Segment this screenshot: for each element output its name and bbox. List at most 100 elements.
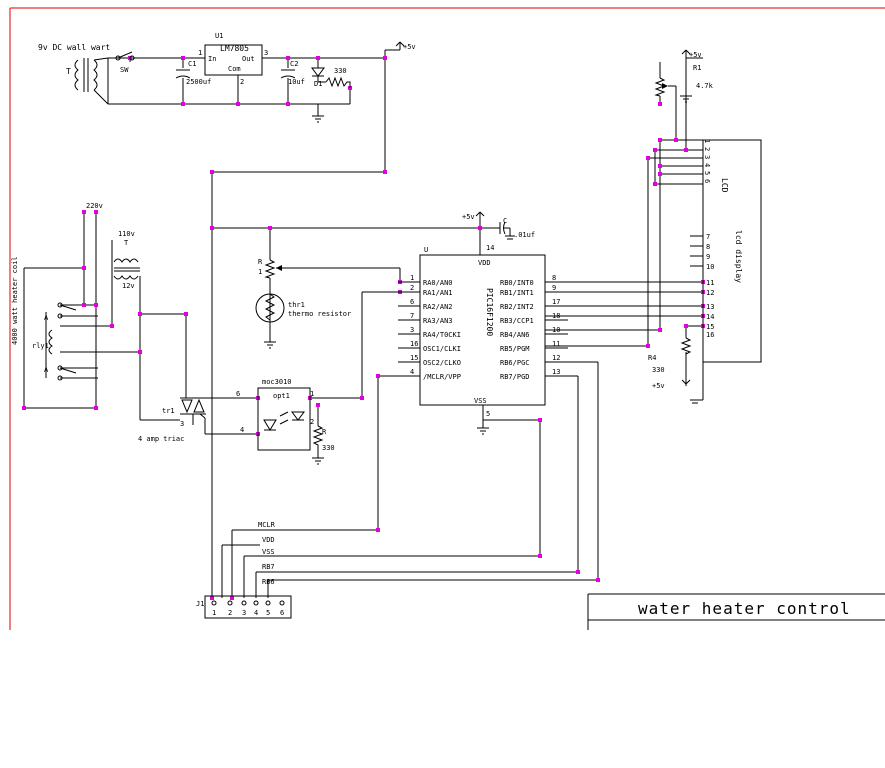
mcu-pin-name: RB6/PGC	[500, 359, 530, 367]
mcu-pin-name: RB2/INT2	[500, 303, 534, 311]
mcu-pin-name: /MCLR/VPP	[423, 373, 461, 381]
header-pin-number: 2	[228, 609, 232, 617]
lcd-pin-number: 1	[703, 139, 711, 143]
mcu-pin-number: 4	[410, 368, 414, 376]
mcu-part: PIC16F1200	[485, 288, 494, 336]
mcu-pin-number: 2	[410, 284, 414, 292]
pot-ref: R	[258, 258, 263, 266]
mcu-pin-name: RA4/T0CKI	[423, 331, 461, 339]
mcu-section: U VDD 14 VSS 5 PIC16F1200 +5v C .01uf 1R…	[398, 211, 568, 435]
mcu-pin-number: 13	[552, 368, 560, 376]
cap-ref: C	[503, 217, 507, 225]
mcu-pin-number: 1	[410, 274, 414, 282]
lcd-vcc-label: +5v	[689, 51, 702, 59]
ground-symbol-mcu	[477, 427, 489, 435]
r1-value: 4.7k	[696, 82, 714, 90]
switch-symbol	[115, 51, 135, 61]
relay-ref: rly1	[32, 342, 49, 350]
r4-value: 330	[652, 366, 665, 374]
r4-vcc-label: +5v	[652, 382, 665, 390]
lcd-pin-number: 8	[706, 243, 710, 251]
relay-contacts	[48, 302, 77, 381]
header-pin	[241, 600, 247, 606]
pot-num: 1	[258, 268, 262, 276]
thermistor-desc: thermo resistor	[288, 310, 351, 318]
header-pin-number: 5	[266, 609, 270, 617]
lcd-pin-number: 4	[703, 163, 711, 167]
mcu-pin-name: RA3/AN3	[423, 317, 453, 325]
transformer-symbol	[74, 57, 109, 105]
led-d1	[311, 67, 326, 83]
mcu-pin-number: 6	[410, 298, 414, 306]
triac-pin3: 3	[180, 420, 184, 428]
lcd-desc: lcd display	[734, 230, 743, 283]
lcd-pin-number: 12	[706, 289, 714, 297]
mcu-pin-number: 7	[410, 312, 414, 320]
regulator-pin1: 1	[198, 49, 202, 57]
signal-vdd: VDD	[262, 536, 275, 544]
decoupling-cap	[499, 221, 515, 240]
power-supply: 9v DC wall wart T SW C1 2500uf U1 LM7805…	[38, 32, 416, 123]
lcd-pin-number: 5	[703, 171, 711, 175]
opto-pin4: 4	[240, 426, 244, 434]
cap-value: .01uf	[514, 231, 535, 239]
led-resistor-value: 330	[334, 67, 347, 75]
header-pin	[227, 600, 233, 606]
thermistor-ref: thr1	[288, 301, 305, 309]
regulator-body	[204, 44, 263, 76]
mcu-pin-number: 17	[552, 298, 560, 306]
mcu-vss-pin: 5	[486, 410, 490, 418]
mains-label: 220v	[86, 202, 103, 210]
ground-symbol-opto	[312, 457, 324, 465]
c1-value: 2500uf	[186, 78, 211, 86]
lcd-pin-number: 9	[706, 253, 710, 261]
lcd-pin-number: 6	[703, 179, 711, 183]
lcd-pin-number: 13	[706, 303, 714, 311]
xfmr-secondary-label: 12v	[122, 282, 135, 290]
signal-mclr: MCLR	[258, 521, 276, 529]
opto-pin6: 6	[236, 390, 240, 398]
mcu-pin-name: RA0/AN0	[423, 279, 453, 287]
opto-pin1: 1	[310, 390, 314, 398]
c1-ref: C1	[188, 60, 196, 68]
regulator-pin-in: In	[208, 55, 216, 63]
mcu-pin-number: 8	[552, 274, 556, 282]
mcu-pin-name: RB4/AN6	[500, 331, 530, 339]
regulator-pin2: 2	[240, 78, 244, 86]
title-block: water heater control	[587, 593, 885, 630]
mcu-pin-number: 10	[552, 326, 560, 334]
regulator-pin3: 3	[264, 49, 268, 57]
thermistor-section: R 1 thr1 thermo resistor	[255, 258, 351, 349]
vcc-label-ps: +5v	[403, 43, 416, 51]
mcu-pin-name: OSC1/CLKI	[423, 345, 461, 353]
step-down-transformer	[111, 240, 141, 284]
header-pin-number: 1	[212, 609, 216, 617]
r4-ref: R4	[648, 354, 656, 362]
opto-section: moc3010 opt1 6 4 1 2 R 330	[236, 378, 335, 465]
c2-ref: C2	[290, 60, 298, 68]
lcd-pin-number: 7	[706, 233, 710, 241]
ground-symbol-ps	[312, 115, 324, 123]
lcd-pin-number: 15	[706, 323, 714, 331]
mcu-pin-number: 16	[410, 340, 418, 348]
triac-ref: tr1	[162, 407, 175, 415]
regulator-pin-com: Com	[228, 65, 241, 73]
mcu-vcc-label: +5v	[462, 213, 475, 221]
mcu-pin-name: RB7/PGD	[500, 373, 530, 381]
signal-rb6: RB6	[262, 578, 275, 586]
xfmr-primary-label: 110v	[118, 230, 135, 238]
relay-b-label: A	[44, 366, 49, 374]
signal-vss: VSS	[262, 548, 275, 556]
relay-a-label: A	[44, 314, 49, 322]
lcd-pin-number: 2	[703, 147, 711, 151]
transformer-ref: T	[66, 67, 71, 76]
header-ref: J1	[196, 600, 204, 608]
contrast-pot	[654, 77, 666, 97]
triac-symbol	[180, 392, 206, 425]
signal-rb7: RB7	[262, 563, 275, 571]
mcu-pin-number: 12	[552, 354, 560, 362]
triac-desc: 4 amp triac	[138, 435, 184, 443]
lcd-body	[702, 139, 762, 363]
